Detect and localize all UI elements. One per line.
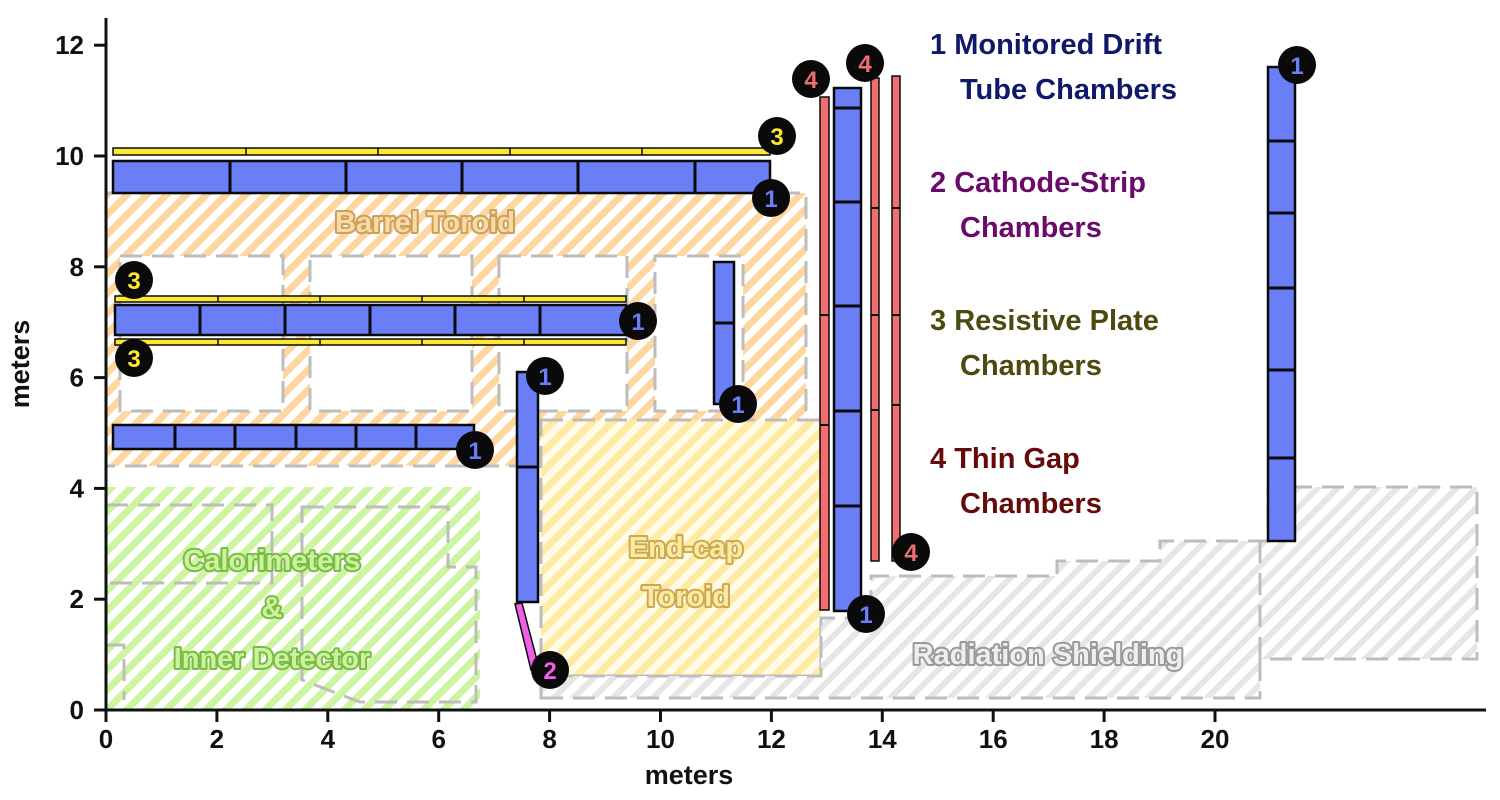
legend-item-mdt-line1: 1 Monitored Drift bbox=[930, 29, 1162, 61]
endcap-toroid-region bbox=[539, 418, 823, 678]
x-tick-label: 2 bbox=[210, 724, 224, 754]
calorimeters-label-line3: Inner Detector bbox=[174, 643, 371, 675]
mdt-badge: 1 bbox=[847, 595, 885, 633]
axes bbox=[104, 18, 1486, 712]
tgc-badge: 4 bbox=[892, 533, 930, 571]
tgc-chambers bbox=[819, 75, 901, 611]
mdt-badges: 1 1 1 1 1 1 1 bbox=[456, 46, 1316, 633]
svg-text:3: 3 bbox=[127, 268, 140, 295]
svg-text:3: 3 bbox=[127, 346, 140, 373]
mdt-badge: 1 bbox=[719, 385, 757, 423]
y-tick-label: 8 bbox=[70, 252, 84, 282]
barrel-toroid-label: Barrel Toroid bbox=[335, 207, 515, 239]
tgc-dividers bbox=[820, 207, 900, 426]
x-tick-label: 14 bbox=[868, 724, 897, 754]
x-tick-label: 10 bbox=[646, 724, 675, 754]
y-tick-label: 2 bbox=[70, 584, 84, 614]
y-tick-label: 0 bbox=[70, 695, 84, 725]
svg-text:1: 1 bbox=[538, 364, 551, 391]
x-tick-label: 8 bbox=[542, 724, 556, 754]
svg-text:1: 1 bbox=[468, 438, 481, 465]
radiation-shielding-region bbox=[539, 485, 1479, 700]
legend-item-mdt-line2: Tube Chambers bbox=[960, 74, 1177, 106]
tgc-badge: 4 bbox=[846, 44, 884, 82]
mdt-badge: 1 bbox=[456, 431, 494, 469]
endcap-toroid-label-line1: End-cap bbox=[629, 532, 743, 564]
y-tick-label: 6 bbox=[70, 363, 84, 393]
svg-text:3: 3 bbox=[770, 124, 783, 151]
svg-text:1: 1 bbox=[1290, 53, 1303, 80]
rpc-dividers bbox=[217, 148, 643, 345]
svg-text:4: 4 bbox=[804, 67, 818, 94]
legend: 1 Monitored Drift Tube Chambers 2 Cathod… bbox=[930, 29, 1177, 520]
y-tick-label: 10 bbox=[55, 141, 84, 171]
y-axis-title: meters bbox=[5, 320, 35, 409]
mdt-badge: 1 bbox=[619, 302, 657, 340]
x-tick-label: 12 bbox=[757, 724, 786, 754]
legend-item-tgc-line2: Chambers bbox=[960, 488, 1102, 520]
rpc-badges: 3 3 3 bbox=[115, 117, 796, 377]
legend-item-rpc-line2: Chambers bbox=[960, 350, 1102, 382]
x-tick-label: 6 bbox=[431, 724, 445, 754]
endcap-toroid-label-line2: Toroid bbox=[642, 581, 730, 613]
svg-text:4: 4 bbox=[904, 540, 918, 567]
rpc-badge: 3 bbox=[115, 261, 153, 299]
y-tick-label: 4 bbox=[70, 473, 85, 503]
svg-text:4: 4 bbox=[858, 51, 872, 78]
calorimeter-outlines bbox=[106, 503, 478, 704]
mdt-badge: 1 bbox=[526, 357, 564, 395]
y-tick-label: 12 bbox=[55, 30, 84, 60]
x-tick-label: 0 bbox=[99, 724, 113, 754]
mdt-badge: 1 bbox=[1278, 46, 1316, 84]
csc-badge: 2 bbox=[531, 651, 569, 689]
tgc-badges: 4 4 4 bbox=[792, 44, 930, 571]
rpc-badge: 3 bbox=[115, 339, 153, 377]
x-axis-ticks: 0 2 4 6 8 10 12 14 16 18 20 bbox=[99, 710, 1230, 754]
calorimeters-label-line1: Calorimeters bbox=[183, 545, 360, 577]
svg-text:1: 1 bbox=[859, 602, 872, 629]
calorimeters-region bbox=[106, 487, 480, 710]
y-axis-ticks: 0 2 4 6 8 10 12 bbox=[55, 30, 106, 725]
legend-item-rpc-line1: 3 Resistive Plate bbox=[930, 305, 1159, 337]
csc-badges: 2 bbox=[531, 651, 569, 689]
mdt-badge: 1 bbox=[752, 179, 790, 217]
rpc-badge: 3 bbox=[758, 117, 796, 155]
svg-text:2: 2 bbox=[543, 658, 556, 685]
svg-text:1: 1 bbox=[764, 186, 777, 213]
x-tick-label: 20 bbox=[1201, 724, 1230, 754]
tgc-badge: 4 bbox=[792, 60, 830, 98]
calorimeters-label-line2: & bbox=[262, 592, 283, 624]
legend-item-csc-line2: Chambers bbox=[960, 212, 1102, 244]
legend-item-tgc-line1: 4 Thin Gap bbox=[930, 443, 1080, 475]
x-tick-label: 16 bbox=[979, 724, 1008, 754]
legend-item-csc-line1: 2 Cathode-Strip bbox=[930, 167, 1146, 199]
svg-text:1: 1 bbox=[631, 309, 644, 336]
mdt-chamber-dividers bbox=[173, 106, 1295, 508]
x-tick-label: 4 bbox=[321, 724, 336, 754]
svg-text:1: 1 bbox=[731, 392, 744, 419]
x-axis-title: meters bbox=[645, 760, 734, 790]
x-tick-label: 18 bbox=[1090, 724, 1119, 754]
radiation-shielding-label: Radiation Shielding bbox=[913, 639, 1184, 671]
